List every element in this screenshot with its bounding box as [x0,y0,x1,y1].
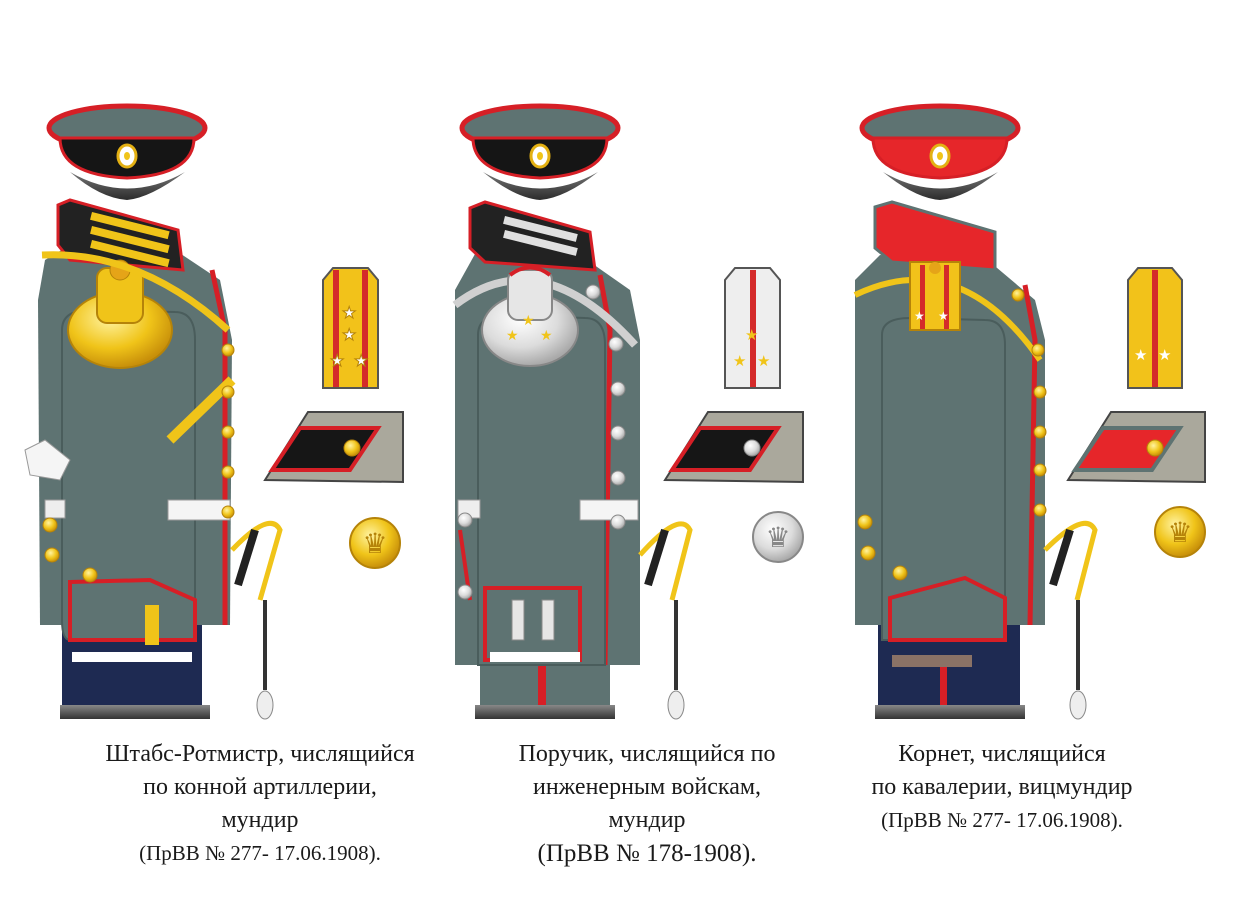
svg-text:★: ★ [745,326,758,344]
svg-text:★: ★ [506,328,519,344]
caption-line: Корнет, числящийся [898,741,1106,767]
svg-text:★: ★ [914,309,925,323]
figure-1-shtabs-rotmistr: ★ ★ ★ ★ ♛ [24,103,404,720]
svg-text:♛: ♛ [362,527,387,560]
button-3-eagle-icon: ♛ [1154,506,1206,558]
caption-line: (ПрВВ № 178-1908). [537,840,757,867]
caption-figure-3: Корнет, числящийся по кавалерии, вицмунд… [832,738,1172,837]
svg-text:★: ★ [330,351,344,370]
cap-2 [459,103,621,200]
cuff-tab-2 [663,411,804,484]
caption-line: инженерным войскам, [532,774,762,800]
tunic-2: ★★★ [452,200,693,720]
shoulder-board-3: ★★ [1127,267,1183,389]
svg-text:♛: ♛ [1167,516,1192,549]
caption-line: (ПрВВ № 277- 17.06.1908). [139,841,381,865]
caption-line: Штабс-Ротмистр, числящийся [105,741,415,767]
svg-text:★: ★ [522,313,535,329]
caption-figure-2: Поручик, числящийся по инженерным войска… [482,738,812,870]
cap-1 [46,103,208,200]
svg-text:★: ★ [354,351,368,370]
shoulder-board-1: ★ ★ ★ ★ [322,267,379,389]
caption-line: Поручик, числящийся по [518,741,776,767]
svg-text:★: ★ [733,352,746,370]
caption-line: мундир [608,807,686,833]
shoulder-board-2: ★ ★ ★ [724,267,781,389]
svg-text:★: ★ [342,303,356,322]
svg-text:★: ★ [938,309,949,323]
svg-text:★: ★ [1158,346,1171,364]
tunic-3: ★★ [853,200,1098,720]
uniform-plate-illustration: ★ ★ ★ ★ ♛ [24,103,1206,720]
svg-text:★: ★ [540,328,553,344]
cuff-tab-1 [263,411,404,484]
svg-text:★: ★ [342,325,356,344]
figure-3-kornet: ★★ ★★ ♛ [853,103,1206,720]
caption-line: по кавалерии, вицмундир [871,774,1133,800]
svg-text:★: ★ [757,352,770,370]
caption-line: мундир [221,807,299,833]
caption-figure-1: Штабс-Ротмистр, числящийся по конной арт… [60,738,460,870]
svg-text:♛: ♛ [765,521,790,554]
cap-3 [859,103,1021,200]
figure-2-poruchik: ★★★ ★ ★★ [452,103,804,720]
cuff-tab-3 [1066,411,1206,484]
button-1-eagle-icon: ♛ [349,517,401,569]
button-2-eagle-icon: ♛ [752,511,804,563]
svg-text:★: ★ [1134,346,1147,364]
caption-line: по конной артиллерии, [143,774,377,800]
tunic-1 [24,198,283,720]
caption-line: (ПрВВ № 277- 17.06.1908). [881,808,1123,832]
